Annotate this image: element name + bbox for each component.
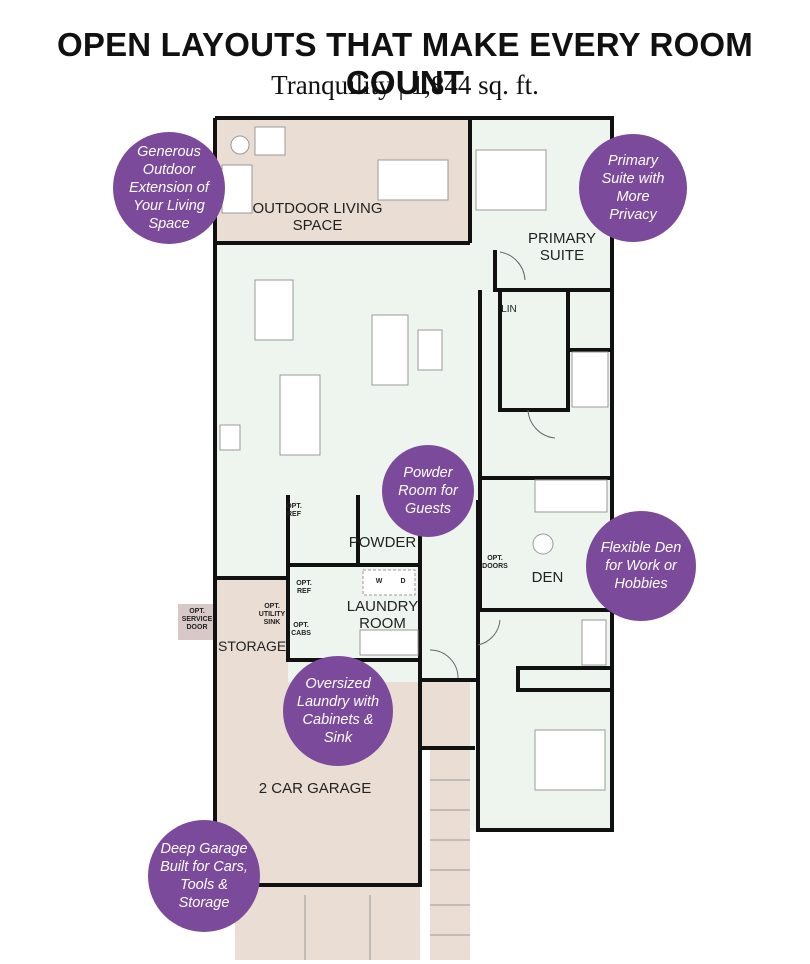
callout-garage: Deep Garage Built for Cars, Tools & Stor… [148, 820, 260, 932]
room-label-storage: STORAGE [218, 638, 287, 654]
room-label-den: DEN [531, 569, 564, 586]
opt-service-door-label: OPT. SERVICE DOOR [181, 608, 213, 631]
opt-doors-label: OPT. DOORS [482, 555, 508, 570]
page-title: OPEN LAYOUTS THAT MAKE EVERY ROOM COUNT [56, 26, 753, 101]
room-label-laundry: LAUNDRY ROOM [346, 598, 419, 632]
washer-label: W [375, 578, 383, 585]
opt-cabs-label: OPT. CABS [291, 622, 311, 637]
opt-ref-label-2: OPT. REF [296, 580, 312, 595]
dryer-label: D [400, 578, 406, 585]
room-label-garage: 2 CAR GARAGE [258, 780, 372, 797]
entry-porch [422, 682, 475, 748]
plan-subtitle: Tranquility | 1,844 sq. ft. [271, 70, 539, 100]
room-label-powder: POWDER [348, 534, 417, 551]
room-label-lin: LIN [501, 304, 517, 315]
opt-utility-sink-label: OPT. UTILITY SINK [258, 603, 286, 626]
callout-laundry: Oversized Laundry with Cabinets & Sink [283, 656, 393, 766]
opt-ref-label: OPT. REF [286, 503, 302, 518]
callout-den: Flexible Den for Work or Hobbies [586, 511, 696, 621]
callout-primary-suite: Primary Suite with More Privacy [579, 134, 687, 242]
walkway [430, 748, 470, 960]
room-label-primary: PRIMARY SUITE [527, 230, 597, 264]
driveway [235, 885, 420, 960]
callout-powder: Powder Room for Guests [382, 445, 474, 537]
room-label-outdoor: OUTDOOR LIVING SPACE [252, 200, 383, 234]
callout-outdoor: Generous Outdoor Extension of Your Livin… [113, 132, 225, 244]
service-door-pad [178, 604, 216, 640]
